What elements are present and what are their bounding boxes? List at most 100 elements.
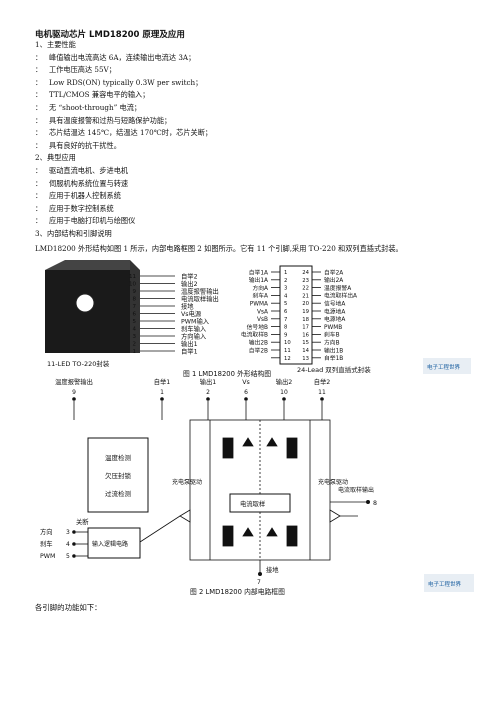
line-text: 应用于电脑打印机与绘图仪 — [49, 216, 136, 226]
to220-pin-label: 自举1 — [181, 347, 198, 356]
bullet: ： — [35, 52, 43, 62]
doc-line: ：应用于电脑打印机与绘图仪 — [35, 216, 135, 225]
doc-line: 2、典型应用 — [35, 153, 76, 162]
dip-pin-label: 自举2B — [249, 346, 268, 354]
to220-pin-number: 10 — [129, 282, 136, 288]
bullet: ： — [35, 115, 43, 125]
dip-pin-label: PWMA — [250, 302, 268, 308]
watermark-logo — [423, 358, 471, 374]
top-pin-number: 1 — [160, 389, 164, 396]
to220-pin-number: 8 — [133, 297, 137, 303]
dip-pin-number: 6 — [284, 309, 288, 315]
dip-pin-label: 电流取样B — [241, 331, 268, 339]
dip-pin-label: 自举1A — [249, 268, 268, 276]
dip-pin-label: 方向B — [324, 339, 340, 347]
protection-line: 过流检测 — [105, 489, 132, 498]
ground-pin: 7 — [257, 579, 261, 586]
to220-pin-label: 接地 — [181, 302, 194, 311]
dip-pin-number: 8 — [284, 325, 288, 331]
dip-pin-label: 电源地A — [324, 307, 345, 315]
to220-pin-label: 输出2 — [181, 279, 198, 288]
dip-pin-number: 1 — [284, 270, 287, 276]
dip-pin-label: VsB — [257, 317, 268, 323]
top-pin-number: 6 — [244, 389, 248, 396]
bullet: ： — [35, 191, 43, 201]
to220-pin-number: 7 — [133, 304, 137, 310]
logic-block — [87, 527, 141, 559]
top-pin-label: 自举2 — [314, 377, 331, 386]
doc-line: ： 工作电压高达 55V； — [35, 65, 116, 74]
line-text: 驱动直流电机、步进电机 — [49, 166, 129, 175]
line-text: 主要性能 — [47, 40, 76, 49]
doc-line: ：伺服机构系统位置与转速 — [35, 179, 128, 188]
doc-title: 电机驱动芯片 LMD18200 原理及应用 — [35, 30, 185, 40]
input-label: PWM — [40, 553, 55, 560]
doc-line: ：Low RDS(ON) typically 0.3W per switch； — [35, 78, 202, 87]
input-pin: 3 — [66, 529, 70, 536]
pin-terminal — [244, 397, 248, 401]
line-text: Low RDS(ON) typically 0.3W per switch； — [49, 77, 203, 87]
line-text: TTL/CMOS 兼容电平的输入； — [49, 90, 150, 100]
watermark-1: 电子工程世界 — [427, 363, 461, 371]
to220-pin-label: 温度报警输出 — [181, 287, 219, 296]
figure-1-caption: 图 1 LMD18200 外形结构图 — [183, 369, 271, 378]
bullet: ： — [35, 166, 43, 175]
to220-package — [45, 260, 140, 353]
dip-pin-number: 17 — [302, 325, 309, 331]
doc-line: ：具有温度报警和过热与短路保护功能； — [35, 116, 171, 125]
bullet: ： — [35, 203, 43, 213]
to220-pin-label: 自举2 — [181, 272, 198, 281]
protection-line: 温度检测 — [105, 453, 132, 462]
line-text: 内部结构和引脚说明 — [47, 229, 112, 238]
doc-line: ：具有良好的抗干扰性。 — [35, 141, 121, 150]
dip-pin-label: 信号地B — [247, 323, 268, 331]
doc-line: ：应用于机器人控制系统 — [35, 191, 121, 200]
dip-pin-label: 自举2A — [324, 268, 343, 276]
dip-pin-label: 方向A — [252, 284, 268, 292]
dip-pin-number: 18 — [302, 317, 309, 323]
dip-pin-number: 5 — [284, 301, 287, 307]
top-pin-label: Vs — [242, 379, 250, 386]
dip-pin-number: 10 — [284, 340, 291, 346]
charge-pump-right: 充电泵驱动 — [318, 478, 348, 486]
top-pin-label: 温度报警输出 — [55, 377, 93, 386]
to220-pin-number: 3 — [133, 334, 137, 340]
dip-caption: 24-Lead 双列直插式封装 — [297, 365, 371, 374]
top-pin-number: 11 — [318, 389, 326, 396]
line-text: 峰值输出电流高达 6A，连续输出电流达 3A； — [49, 52, 196, 62]
to220-pin-number: 11 — [129, 274, 136, 280]
dip-pin-number: 7 — [284, 317, 287, 323]
input-pin: 5 — [66, 553, 70, 560]
line-text: 无 “shoot-through” 电流； — [49, 103, 142, 112]
h-bridge — [139, 419, 358, 572]
bullet: 3、 — [35, 229, 47, 238]
footer-text: 各引脚的功能如下： — [35, 603, 102, 612]
bullet: 2、 — [35, 153, 47, 163]
bullet: ： — [35, 178, 43, 188]
pin-terminal — [160, 397, 164, 401]
top-pin-label: 输出2 — [276, 377, 293, 386]
bullet: ： — [35, 140, 43, 150]
bullet: ： — [35, 65, 43, 75]
doc-line: ：TTL/CMOS 兼容电平的输入； — [35, 90, 149, 99]
current-sense-block — [229, 493, 291, 513]
input-terminal — [72, 530, 76, 534]
watermark-2: 电子工程世界 — [428, 580, 462, 588]
dip-pin-number: 14 — [302, 348, 309, 354]
doc-line: ： 驱动直流电机、步进电机 — [35, 166, 128, 175]
dip-pin-number: 23 — [302, 278, 309, 284]
dip-package — [279, 265, 313, 365]
dip-pin-number: 9 — [284, 332, 287, 338]
bullet: 1、 — [35, 40, 47, 49]
pin-terminal — [206, 397, 210, 401]
dip-pin-number: 13 — [302, 356, 309, 362]
to220-pin-label: Vs电源 — [181, 309, 202, 318]
pin-terminal — [282, 397, 286, 401]
line-text: 工作电压高达 55V； — [49, 65, 116, 75]
doc-line: 1、主要性能 — [35, 40, 76, 49]
input-terminal — [72, 554, 76, 558]
